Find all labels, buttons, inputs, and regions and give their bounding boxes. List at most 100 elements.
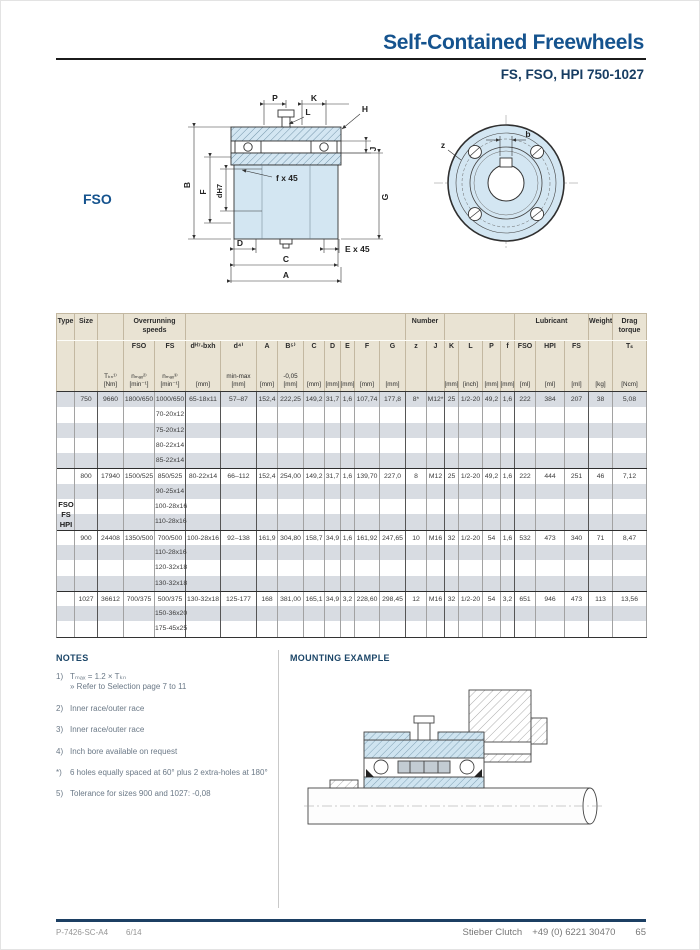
- table-cell: [515, 407, 536, 423]
- table-cell: [325, 575, 341, 591]
- table-cell: [501, 453, 515, 469]
- fso-section-drawing: P K L H J B F dH7 f x 45 G D E x 45 C A: [182, 93, 390, 283]
- table-cell: [427, 453, 445, 469]
- column-header-text: FS: [165, 343, 175, 350]
- table-cell: 66–112: [221, 469, 257, 484]
- column-header-text: -0,05: [283, 373, 298, 381]
- table-cell: 107,74: [355, 392, 380, 408]
- column-header-text: min-max: [226, 373, 251, 381]
- table-cell: [57, 407, 75, 423]
- table-cell: [406, 514, 427, 530]
- table-cell: 17940: [98, 469, 124, 484]
- col-group-blank: [98, 314, 124, 340]
- table-cell: [355, 422, 380, 438]
- table-cell: [483, 499, 501, 515]
- column-header: P[mm]: [483, 341, 501, 391]
- table-cell: [613, 483, 647, 500]
- table-cell: [406, 499, 427, 515]
- table-cell: 10: [406, 530, 427, 545]
- table-cell: [341, 483, 355, 500]
- table-cell: 149,2: [304, 469, 325, 484]
- table-cell: [501, 422, 515, 438]
- table-cell: [57, 606, 75, 622]
- table-cell: [406, 606, 427, 622]
- table-cell: 1,6: [501, 469, 515, 484]
- table-cell: [257, 437, 278, 454]
- table-cell: 207: [565, 392, 589, 408]
- table-cell: [325, 514, 341, 530]
- table-cell: [613, 621, 647, 637]
- table-cell: [341, 621, 355, 637]
- table-cell: [565, 422, 589, 438]
- table-cell: [613, 422, 647, 438]
- table-cell: 1,6: [341, 392, 355, 408]
- table-cell: [98, 514, 124, 530]
- note-marker: 1): [56, 672, 64, 681]
- table-cell: 161,9: [257, 530, 278, 545]
- column-header-text: A: [264, 343, 270, 350]
- table-cell: [515, 483, 536, 500]
- table-cell: [124, 453, 155, 469]
- table-row: 70-20x12: [57, 407, 647, 423]
- table-cell: [57, 499, 75, 515]
- column-header-text: F: [364, 343, 370, 350]
- table-cell: 3,2: [501, 591, 515, 607]
- table-cell: 49,2: [483, 392, 501, 408]
- table-cell: [536, 514, 565, 530]
- table-cell: [515, 437, 536, 454]
- column-header: L[inch]: [459, 341, 483, 391]
- table-cell: 120-32x18: [155, 560, 187, 576]
- table-cell: [355, 606, 380, 622]
- table-cell: [459, 453, 483, 469]
- table-cell: [186, 483, 221, 500]
- table-cell: 177,8: [380, 392, 406, 408]
- table-cell: [278, 453, 304, 469]
- table-cell: 54: [483, 591, 501, 607]
- table-cell: [221, 499, 257, 515]
- mounting-example-heading: MOUNTING EXAMPLE: [290, 653, 390, 663]
- note-item: 1)Tₘₐₓ = 1.2 × Tₖₙ» Refer to Selection p…: [56, 672, 272, 693]
- column-header: f[mm]: [501, 341, 515, 391]
- table-cell: [98, 575, 124, 591]
- table-cell: [98, 499, 124, 515]
- doc-code: P-7426-SC-A4: [56, 928, 109, 937]
- column-header-text: [mm]: [307, 380, 321, 388]
- table-cell: [257, 407, 278, 423]
- table-cell: 651: [515, 591, 536, 607]
- table-cell: [380, 422, 406, 438]
- table-cell: [355, 453, 380, 469]
- table-cell: [589, 560, 613, 576]
- table-cell: 1/2-20: [459, 469, 483, 484]
- table-cell: [406, 453, 427, 469]
- table-cell: [98, 407, 124, 423]
- table-cell: [536, 499, 565, 515]
- column-header-text: K: [448, 343, 455, 350]
- table-cell: [186, 560, 221, 576]
- table-cell: 8: [406, 469, 427, 484]
- table-cell: [589, 422, 613, 438]
- table-cell: [221, 453, 257, 469]
- table-cell: 700/500: [155, 530, 186, 545]
- table-cell: 227,0: [380, 469, 406, 484]
- dim-label-d: D: [237, 238, 243, 248]
- table-cell: [304, 407, 325, 423]
- column-header: E[mm]: [341, 341, 355, 391]
- column-header-text: [mm]: [500, 380, 515, 388]
- table-cell: 57–87: [221, 392, 257, 408]
- note-item: 4)Inch bore available on request: [56, 747, 272, 757]
- table-cell: [186, 499, 221, 515]
- table-cell: [459, 514, 483, 530]
- page-number: 65: [635, 927, 646, 938]
- table-cell: [257, 544, 278, 561]
- table-cell: [57, 469, 75, 484]
- table-cell: [221, 422, 257, 438]
- table-cell: [427, 606, 445, 622]
- table-cell: 9660: [98, 392, 124, 408]
- column-header-text: FSO: [517, 343, 533, 350]
- footer-rule: [56, 919, 646, 922]
- table-cell: [221, 575, 257, 591]
- table-cell: [278, 499, 304, 515]
